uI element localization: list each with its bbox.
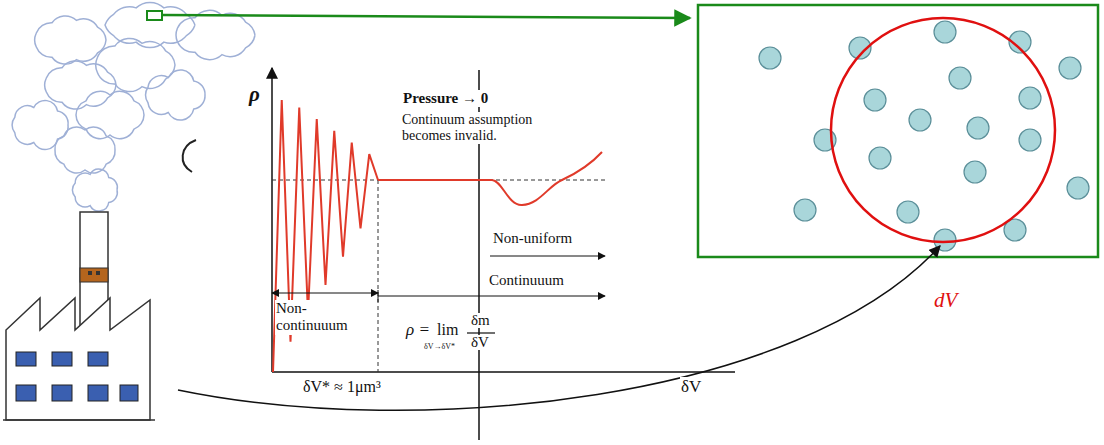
factory: [3, 212, 155, 420]
sketch-arc: [183, 140, 196, 172]
axis-label: δV: [680, 377, 702, 397]
formula-part: ρ =: [405, 320, 431, 340]
note-heading: Pressure → 0: [402, 90, 489, 107]
control-volume: [831, 18, 1055, 242]
formula-subscript: δV→δV*: [423, 342, 456, 351]
note-text: Continuum assumption becomes invalid.: [401, 112, 571, 144]
formula-part: δm: [470, 313, 491, 328]
volume-label: dV: [933, 288, 958, 312]
smoke-clouds: [12, 2, 255, 211]
sample-box: [147, 11, 162, 20]
region-label: Non- continuuum: [275, 300, 355, 335]
region-label: Non-uniform: [492, 230, 573, 247]
density-graph: [272, 68, 735, 440]
link-arrow: [178, 246, 940, 410]
formula-part: lim: [436, 321, 459, 339]
molecules: [759, 21, 1089, 251]
zoom-arrow: [163, 15, 690, 18]
axis-label: ρ: [248, 82, 261, 106]
formula-part: δV: [470, 335, 490, 350]
region-label: Continuuum: [488, 272, 565, 289]
axis-tick-label: δV* ≈ 1μm³: [302, 378, 382, 396]
zoom-box: [698, 5, 1098, 257]
